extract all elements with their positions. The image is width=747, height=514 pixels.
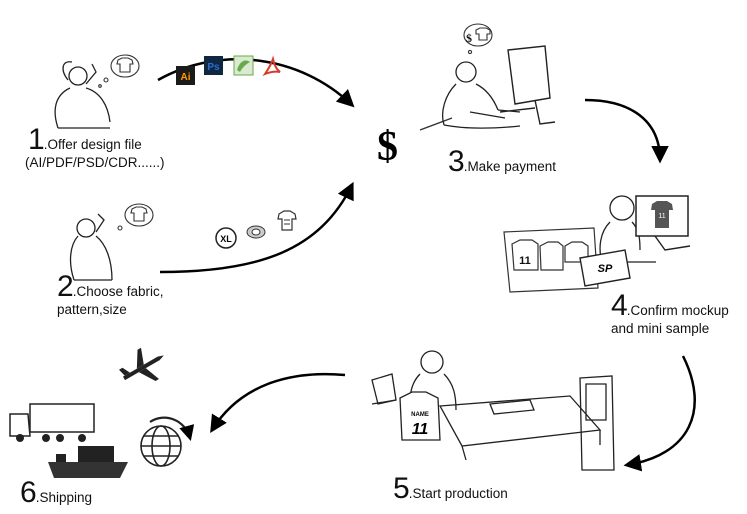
globe-icon <box>140 416 195 467</box>
svg-text:$: $ <box>466 31 472 45</box>
step-3-number: 3 <box>448 145 465 178</box>
step-1-title: .Offer design file <box>43 137 142 152</box>
svg-text:XL: XL <box>220 234 232 244</box>
step-2-subtitle: pattern,size <box>57 301 127 317</box>
svg-text:NAME: NAME <box>411 412 429 418</box>
arrow-step4-to-step5 <box>623 355 696 472</box>
svg-text:11: 11 <box>519 255 531 267</box>
step-2-number: 2 <box>57 270 74 303</box>
step-6-label: 6.Shipping <box>20 477 92 509</box>
illustrator-icon: Ai <box>181 72 191 83</box>
mockup-monitor: 11 <box>635 195 691 251</box>
arrow-step3-to-step4 <box>584 98 669 164</box>
cargo-ship-icon <box>48 446 128 478</box>
fabric-option-icons: XL <box>215 210 297 249</box>
mini-sample-card: SP <box>579 249 631 287</box>
truck-icon <box>9 403 95 442</box>
fabric-roll-icon <box>246 225 266 239</box>
step-1-label: 1.Offer design file (AI/PDF/PSD/CDR.....… <box>25 123 165 170</box>
arrow-step5-to-step6 <box>210 372 346 433</box>
printing-machine <box>438 375 615 471</box>
svg-text:11: 11 <box>658 213 665 220</box>
step-4-number: 4 <box>611 289 628 322</box>
file-format-icons: Ai Ps <box>176 55 281 85</box>
dollar-sign: $ <box>377 124 398 170</box>
photoshop-icon: Ps <box>207 62 220 73</box>
payment-thought-bubble: $ <box>463 23 493 55</box>
svg-text:11: 11 <box>412 421 429 438</box>
pdf-icon <box>262 55 281 77</box>
step-5-number: 5 <box>393 472 410 505</box>
tshirt-thought-bubble <box>98 54 140 88</box>
computer-monitor <box>499 45 556 125</box>
step-6-title: .Shipping <box>35 490 92 505</box>
tshirt-pattern-icon <box>277 210 297 231</box>
svg-text:SP: SP <box>598 263 613 275</box>
step-1-subtitle: (AI/PDF/PSD/CDR......) <box>25 154 165 170</box>
airplane-icon <box>119 347 164 381</box>
step-3-title: .Make payment <box>463 159 556 174</box>
arrow-step2-to-step3 <box>159 181 354 274</box>
step-3-label: 3.Make payment <box>448 146 556 178</box>
mockup-board: 11 <box>503 227 599 293</box>
step-4-title: .Confirm mockup <box>626 303 729 318</box>
thinking-person-figure <box>54 61 111 129</box>
step-5-title: .Start production <box>408 486 508 501</box>
step-4-subtitle: and mini sample <box>611 320 710 336</box>
fabric-thought-bubble <box>117 203 154 231</box>
step-4-label: 4.Confirm mockup and mini sample <box>611 290 729 336</box>
size-xl-icon <box>215 227 237 249</box>
payment-person-figure <box>441 61 521 129</box>
step-6-number: 6 <box>20 476 37 509</box>
choosing-person-figure <box>69 213 113 281</box>
step-1-number: 1 <box>28 123 45 156</box>
step-2-title: .Choose fabric, <box>72 284 164 299</box>
step-5-label: 5.Start production <box>393 473 508 505</box>
coreldraw-icon <box>233 55 254 76</box>
sewing-machine <box>371 373 397 405</box>
step-2-label: 2.Choose fabric, pattern,size <box>57 271 163 317</box>
production-jersey: NAME 11 <box>399 391 441 441</box>
